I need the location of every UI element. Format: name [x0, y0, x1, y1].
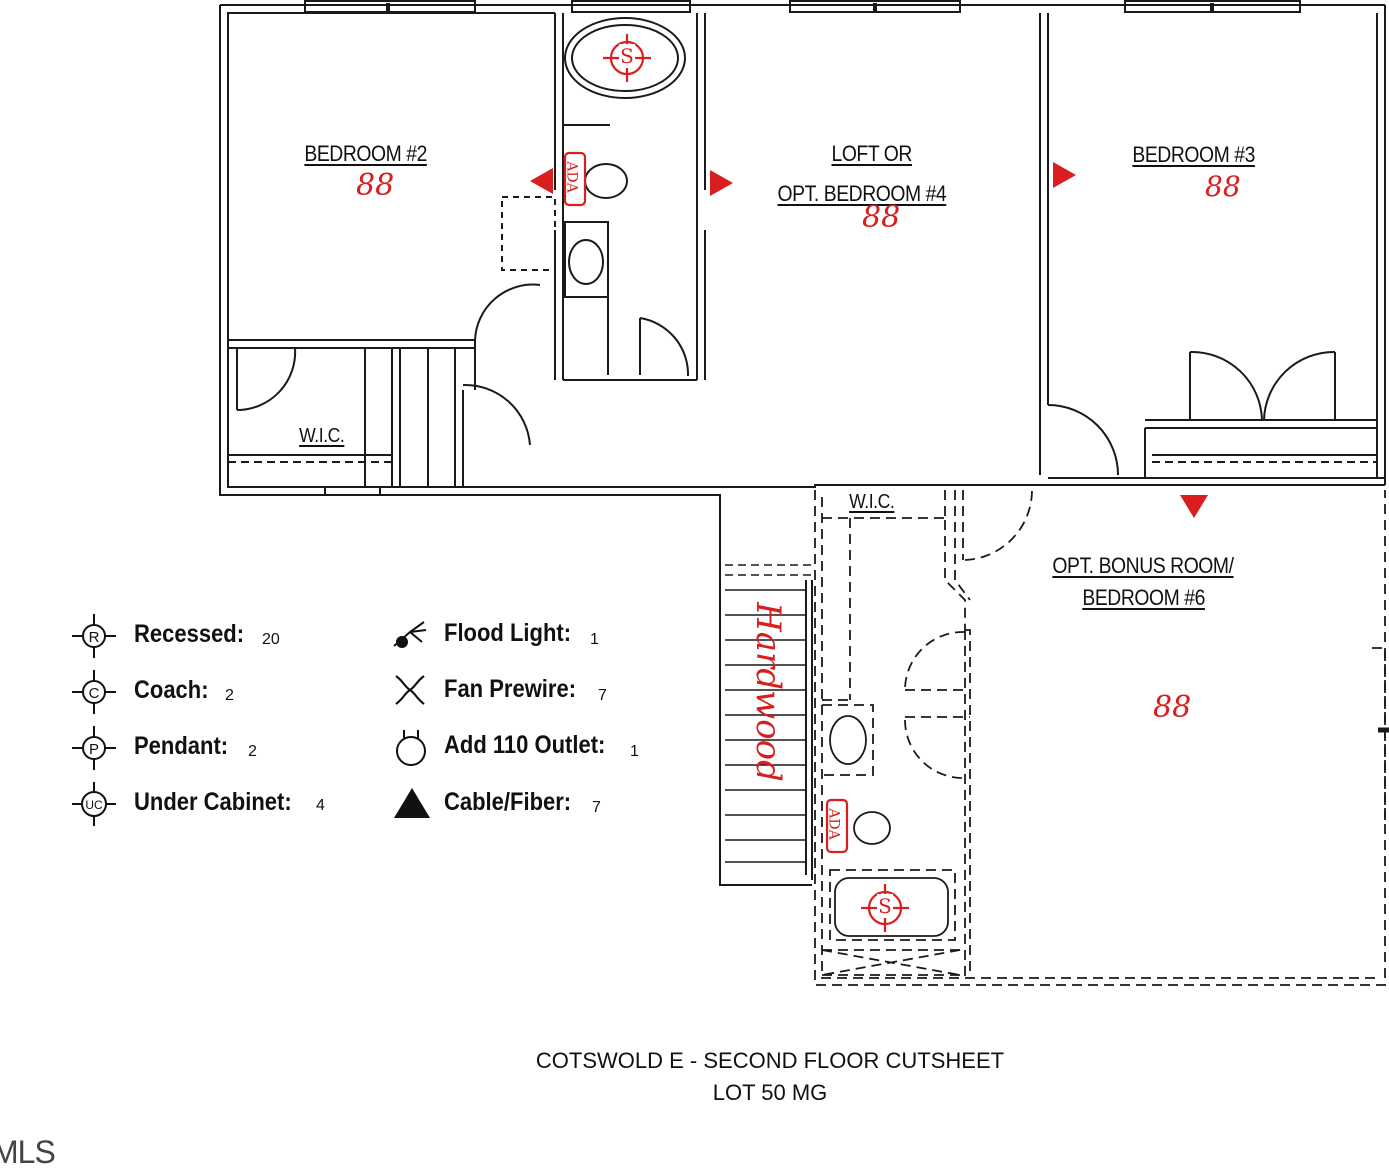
room-label-bonus-line1: OPT. BONUS ROOM/ [1052, 553, 1234, 578]
legend-value-coach: 2 [225, 687, 234, 704]
legend-value-under-cabinet: 4 [316, 797, 325, 814]
room-label-wic-1: W.I.C. [299, 425, 345, 447]
legend-label-coach: Coach: [134, 675, 209, 704]
legend-value-recessed: 20 [262, 631, 280, 648]
ada-mark-lower: ADA [825, 808, 842, 840]
svg-text:P: P [89, 741, 99, 758]
legend-label-cable-fiber: Cable/Fiber: [444, 787, 572, 816]
legend-value-flood-light: 1 [590, 631, 599, 648]
legend-label-fan-prewire: Fan Prewire: [444, 674, 577, 703]
room-label-bedroom-3: BEDROOM #3 [1132, 142, 1255, 167]
room-code-bedroom-3: 88 [1205, 170, 1241, 203]
legend-value-fan-prewire: 7 [598, 687, 607, 704]
fan-prewire-icon [395, 675, 425, 705]
recessed-light-icon: R [72, 614, 116, 658]
room-label-bonus-line2: BEDROOM #6 [1082, 585, 1205, 610]
room-code-bedroom-2: 88 [356, 168, 395, 203]
under-cabinet-light-icon: UC [72, 782, 116, 826]
shower-mark-upper: S [619, 44, 635, 68]
legend-label-flood-light: Flood Light: [444, 618, 572, 647]
room-label-wic-2: W.I.C. [849, 491, 895, 513]
cable-arrow-bedroom3 [1053, 162, 1076, 188]
svg-text:R: R [89, 629, 100, 646]
ada-mark-upper: ADA [563, 161, 580, 193]
room-label-bedroom-2: BEDROOM #2 [304, 141, 427, 166]
sheet-subtitle: LOT 50 MG [712, 1080, 828, 1105]
mls-watermark: MLS [0, 1134, 56, 1170]
cable-arrow-loft [710, 170, 733, 196]
room-label-loft-line1: LOFT OR [831, 141, 912, 166]
legend-label-add-outlet: Add 110 Outlet: [444, 730, 606, 759]
cable-arrow-bedroom2 [530, 168, 553, 194]
pendant-light-icon: P [72, 726, 116, 770]
room-code-bonus: 88 [1153, 690, 1192, 725]
room-label-loft-line2: OPT. BEDROOM #4 [777, 181, 947, 206]
svg-text:C: C [89, 685, 100, 702]
legend-value-pendant: 2 [248, 743, 257, 760]
room-code-loft: 88 [862, 200, 901, 235]
legend-value-cable-fiber: 7 [592, 799, 601, 816]
legend-label-under-cabinet: Under Cabinet: [134, 787, 292, 816]
legend-label-pendant: Pendant: [134, 731, 229, 760]
outlet-icon [396, 730, 426, 766]
svg-text:UC: UC [85, 798, 103, 812]
legend-label-recessed: Recessed: [134, 619, 245, 648]
stairs-hardwood-note: Hardwood [748, 602, 788, 782]
shower-mark-lower: S [877, 894, 893, 918]
coach-light-icon: C [72, 670, 116, 714]
flood-light-icon [393, 621, 427, 648]
sheet-title: COTSWOLD E - SECOND FLOOR CUTSHEET [535, 1048, 1005, 1073]
cable-fiber-triangle-icon [394, 788, 430, 818]
cable-arrow-bonus [1180, 495, 1208, 518]
legend-value-add-outlet: 1 [630, 743, 639, 760]
